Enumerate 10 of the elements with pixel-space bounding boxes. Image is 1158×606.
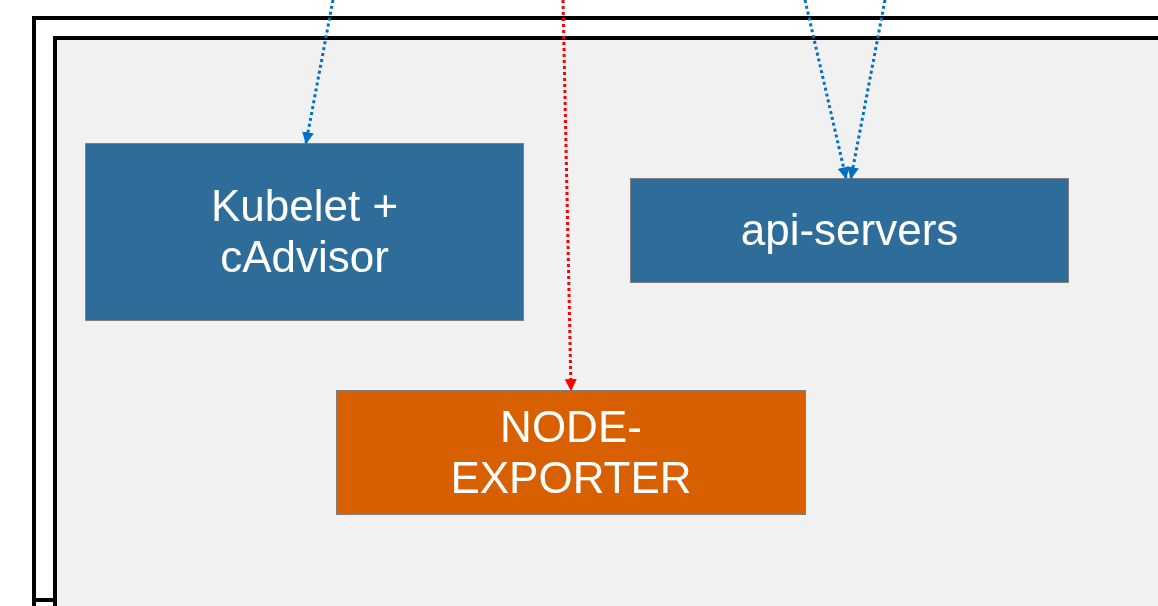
dotted-arrow	[302, 0, 335, 145]
box-label: Kubelet + cAdvisor	[209, 181, 400, 283]
dotted-arrow	[847, 0, 887, 180]
box-label: NODE-EXPORTER	[449, 401, 693, 504]
component-box	[336, 390, 806, 515]
component-box	[85, 143, 524, 321]
component-box	[630, 178, 1069, 283]
dotted-arrow	[803, 0, 850, 180]
box-label: api-servers	[740, 205, 959, 256]
dotted-arrow	[561, 0, 577, 392]
